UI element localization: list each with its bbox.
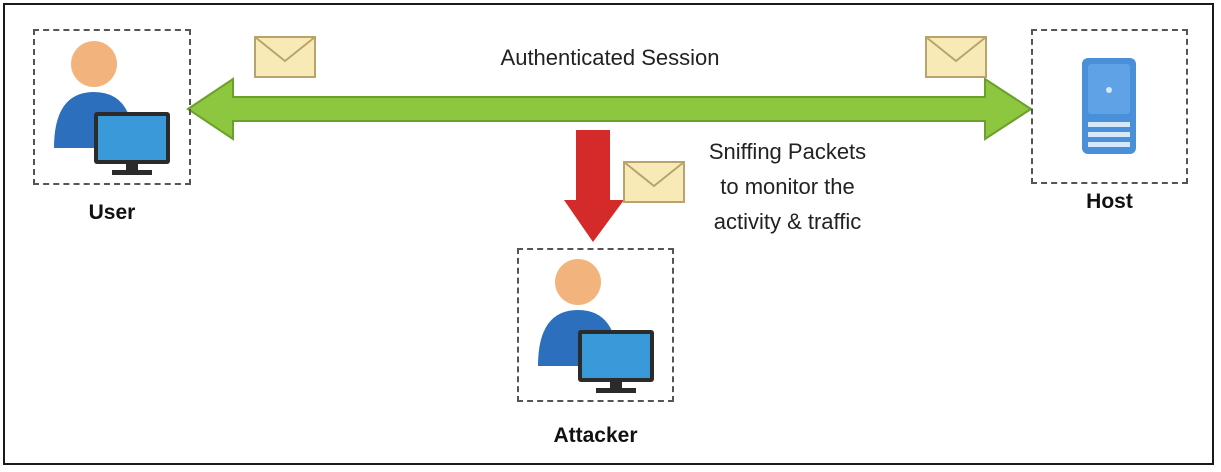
authenticated-session-label: Authenticated Session (500, 45, 720, 70)
sniffing-description: Sniffing Packets to monitor the activity… (680, 134, 895, 239)
user-icon (54, 41, 170, 175)
host-node-box (1031, 29, 1188, 184)
attacker-node-box (517, 248, 674, 402)
envelope-icon (254, 36, 316, 78)
server-icon (1082, 58, 1136, 154)
sniffing-line: activity & traffic (713, 209, 862, 234)
envelope-icon (925, 36, 987, 78)
user-label: User (88, 201, 136, 224)
host-label: Host (1086, 190, 1133, 213)
attacker-label: Attacker (553, 424, 638, 447)
sniffing-line: to monitor the (720, 174, 855, 199)
outer-frame (3, 3, 1214, 465)
sniffing-arrow (564, 130, 624, 242)
attacker-icon (538, 259, 654, 393)
user-node-box (33, 29, 191, 185)
sniffing-line: Sniffing Packets (708, 139, 867, 164)
envelope-icon (623, 161, 685, 203)
